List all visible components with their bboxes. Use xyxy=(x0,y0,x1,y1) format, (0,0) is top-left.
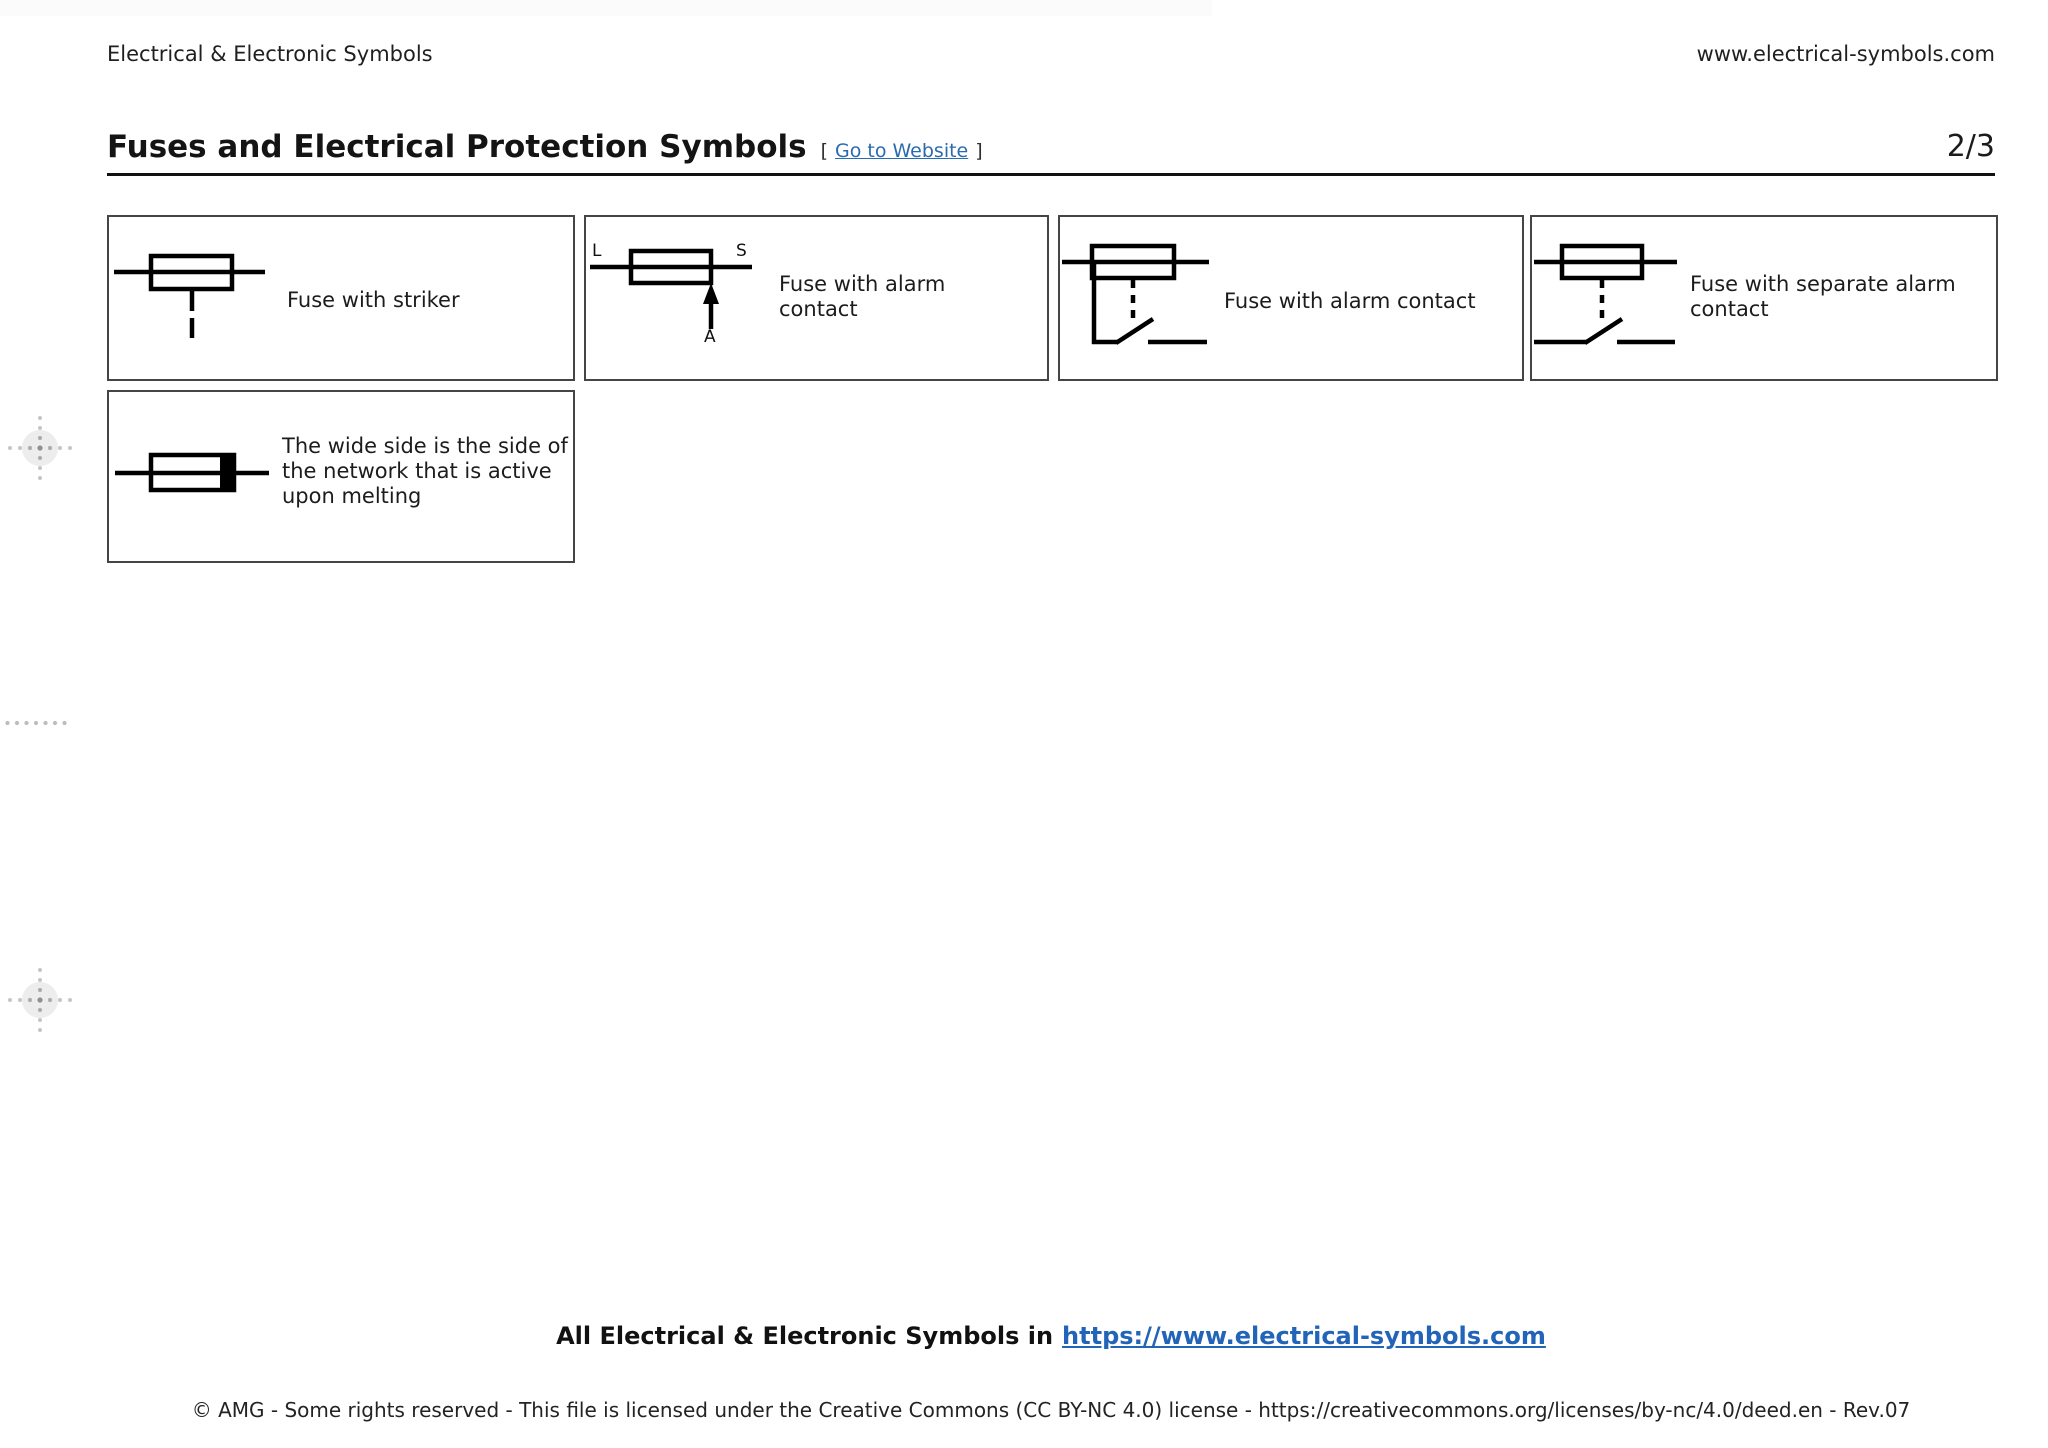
page-indicator: 2/3 xyxy=(1946,129,1995,164)
header-site-title: Electrical & Electronic Symbols xyxy=(107,42,433,66)
symbol-card-fuse-with-striker: Fuse with striker xyxy=(107,215,575,381)
crosshair-marker-icon xyxy=(8,416,72,480)
copyright-text: © AMG - Some rights reserved - This file… xyxy=(191,1398,1911,1422)
card-label: The wide side is the side of the network… xyxy=(282,434,568,508)
fuse-wide-side-symbol-icon xyxy=(115,452,269,493)
symbol-card-fuse-with-separate-alarm-contact: Fuse with separate alarm contact xyxy=(1530,215,1998,381)
fuse-with-alarm-contact-symbol-icon xyxy=(590,248,752,329)
dot-row-icon xyxy=(5,720,67,726)
title-divider xyxy=(107,173,1995,176)
terminal-label-l: L xyxy=(592,241,602,261)
symbol-card-fuse-with-alarm-contact-lsa: L S A Fuse with alarm contact xyxy=(584,215,1049,381)
go-to-website-link[interactable]: Go to Website xyxy=(835,140,969,162)
footer-summary-text: All Electrical & Electronic Symbols in xyxy=(556,1322,1054,1350)
symbol-card-fuse-wide-side: The wide side is the side of the network… xyxy=(107,390,575,563)
fuse-with-alarm-contact-switch-symbol-icon xyxy=(1062,243,1209,345)
card-label: Fuse with alarm contact xyxy=(779,272,946,321)
terminal-label-s: S xyxy=(736,241,747,261)
fuse-with-separate-alarm-contact-symbol-icon xyxy=(1534,243,1677,345)
symbol-card-fuse-with-alarm-contact: Fuse with alarm contact xyxy=(1058,215,1524,381)
go-to-website-group: [ Go to Website] xyxy=(821,140,983,162)
bracket-open: [ xyxy=(820,140,828,162)
bracket-close: ] xyxy=(975,140,983,162)
card-label: Fuse with alarm contact xyxy=(1224,289,1476,313)
fuse-with-striker-symbol-icon xyxy=(114,253,265,338)
card-label: Fuse with striker xyxy=(287,288,460,312)
footer-website-link[interactable]: https://www.electrical-symbols.com xyxy=(1062,1322,1546,1350)
crosshair-marker-icon xyxy=(8,968,72,1032)
terminal-label-a: A xyxy=(704,327,716,347)
footer-summary: All Electrical & Electronic Symbols in ht… xyxy=(107,1322,1995,1350)
title-row: Fuses and Electrical Protection Symbols … xyxy=(107,129,1852,165)
page-edge-artifact xyxy=(0,0,1212,16)
card-label: Fuse with separate alarm contact xyxy=(1690,272,1956,321)
page-title: Fuses and Electrical Protection Symbols xyxy=(107,129,807,165)
header-site-url: www.electrical-symbols.com xyxy=(1696,42,1995,66)
